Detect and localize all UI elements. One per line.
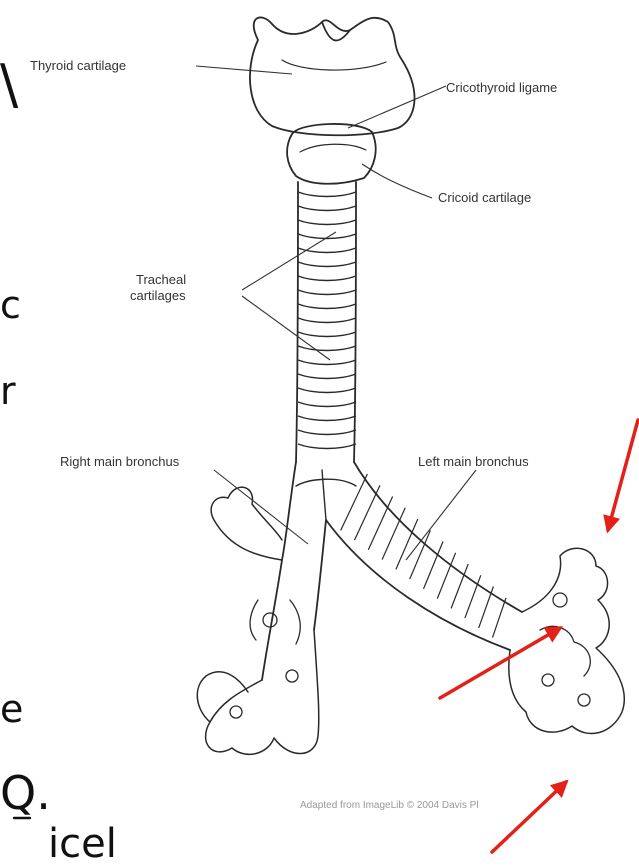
right-main-bronchus [282, 462, 296, 560]
cricothyroid-leader [348, 86, 446, 128]
bronchus-ring [493, 598, 507, 638]
label-cricothyroid-ligament: Cricothyroid ligame [446, 80, 557, 95]
thyroid-cartilage [250, 17, 415, 135]
tracheal-ring [298, 276, 356, 281]
margin-fragment-3: r [0, 372, 16, 410]
tracheal-rings [298, 192, 356, 449]
tracheal-ring [298, 402, 356, 407]
tracheal-ring [298, 332, 356, 337]
tracheal-ring [298, 346, 356, 351]
margin-fragment-1: \ [0, 58, 18, 112]
tracheal-ring [298, 206, 356, 211]
tracheal-ring [298, 444, 356, 449]
red-arrow-3 [492, 782, 566, 852]
margin-fragment-4: e [0, 690, 23, 728]
red-arrow-2 [440, 628, 560, 698]
image-credit: Adapted from ImageLib © 2004 Davis Pl [300, 800, 479, 811]
tracheal-leader-1 [242, 232, 336, 290]
label-thyroid-cartilage: Thyroid cartilage [30, 58, 126, 73]
label-left-main-bronchus: Left main bronchus [418, 454, 529, 469]
label-tracheal-line2: cartilages [130, 288, 186, 303]
bronchus-ring [382, 508, 405, 560]
trachea-left-wall [296, 182, 298, 462]
tracheal-leader-2 [242, 296, 330, 360]
bronchus-ring [368, 497, 392, 550]
bronchus-ring [410, 530, 431, 579]
tracheal-ring [298, 290, 356, 295]
bronchus-ring [479, 587, 494, 628]
left-main-bronchus [354, 462, 522, 612]
tracheal-ring [298, 388, 356, 393]
tracheal-ring [298, 374, 356, 379]
margin-fragment-6: icel [48, 824, 117, 864]
bronchus-ring [424, 542, 444, 589]
cricoid-leader [362, 164, 432, 198]
label-tracheal-line1: Tracheal [136, 272, 186, 287]
thyroid-leader [196, 66, 292, 74]
tracheal-ring [298, 304, 356, 309]
margin-fragment-5: Q. [0, 770, 51, 816]
tracheal-ring [298, 430, 356, 435]
tracheal-ring [298, 220, 356, 225]
red-arrow-1 [608, 420, 638, 530]
bronchus-ring [437, 553, 455, 599]
tracheal-ring [298, 318, 356, 323]
margin-fragment-2: c [0, 286, 21, 324]
label-cricoid-cartilage: Cricoid cartilage [438, 190, 531, 205]
bronchus-rings [341, 474, 506, 638]
tracheal-ring [298, 192, 356, 197]
label-right-main-bronchus: Right main bronchus [60, 454, 179, 469]
tracheal-ring [298, 262, 356, 267]
trachea-right-wall [354, 182, 356, 462]
tracheal-ring [298, 416, 356, 421]
tracheal-ring [298, 360, 356, 365]
